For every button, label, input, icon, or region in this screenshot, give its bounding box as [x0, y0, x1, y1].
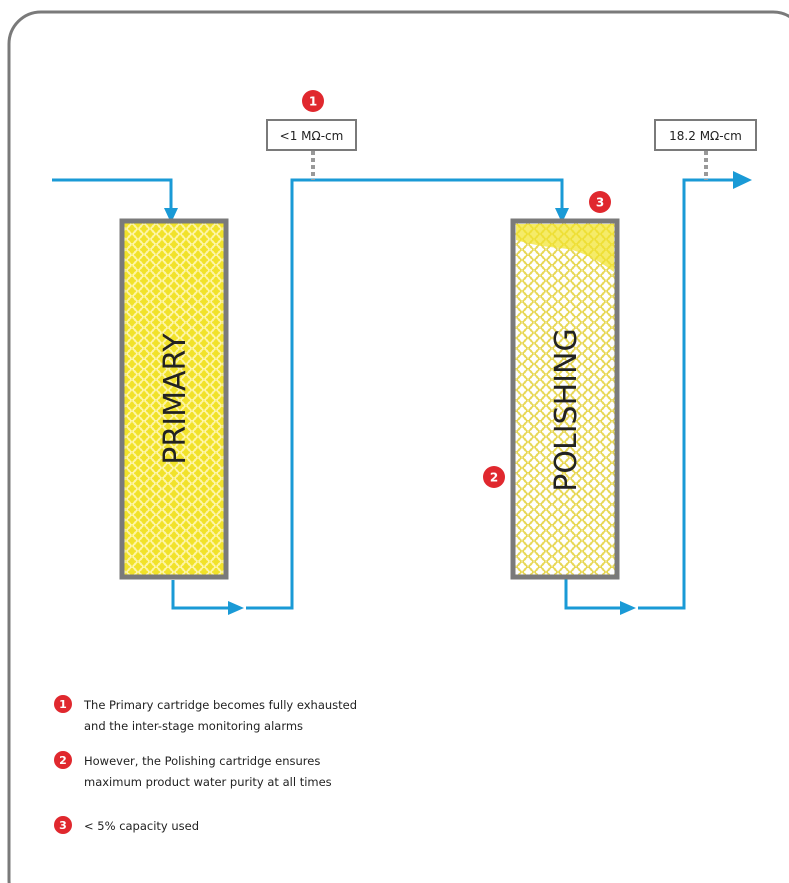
interstage-monitor-value: <1 MΩ-cm — [280, 129, 344, 143]
legend-item-3-number: 3 — [59, 819, 67, 832]
arrow-primary-out — [228, 601, 244, 615]
primary-label: PRIMARY — [158, 333, 193, 465]
legend: 1 The Primary cartridge becomes fully ex… — [54, 695, 357, 834]
legend-item-2: 2 However, the Polishing cartridge ensur… — [54, 751, 332, 789]
product-pipe — [638, 178, 735, 610]
badge-3: 3 — [589, 191, 611, 213]
arrow-into-polishing — [555, 208, 569, 223]
badge-3-number: 3 — [596, 196, 604, 210]
product-monitor-value: 18.2 MΩ-cm — [669, 129, 742, 143]
polishing-outlet-pipe — [564, 578, 624, 610]
legend-item-1-number: 1 — [59, 698, 67, 711]
pipe-network — [52, 178, 735, 610]
product-monitor: 18.2 MΩ-cm — [654, 119, 757, 151]
interstage-pipe — [246, 178, 564, 610]
legend-item-3: 3 < 5% capacity used — [54, 816, 199, 834]
arrow-product-out — [733, 171, 752, 189]
primary-outlet-pipe — [171, 580, 232, 610]
inlet-pipe — [52, 178, 173, 210]
legend-item-2-line1: However, the Polishing cartridge ensures — [84, 754, 320, 768]
legend-item-2-line2: maximum product water purity at all time… — [84, 775, 332, 789]
legend-item-2-number: 2 — [59, 754, 67, 767]
legend-item-1-line2: and the inter-stage monitoring alarms — [84, 719, 303, 733]
flow-arrows — [164, 171, 752, 615]
primary-cartridge: PRIMARY — [119, 218, 229, 580]
legend-item-3-line1: < 5% capacity used — [84, 819, 199, 833]
legend-item-1-line1: The Primary cartridge becomes fully exha… — [83, 698, 357, 712]
arrow-into-primary — [164, 208, 178, 223]
polishing-label: POLISHING — [549, 328, 584, 491]
exhausted-resin-zone — [516, 224, 614, 272]
interstage-monitor: <1 MΩ-cm — [266, 119, 357, 151]
badge-2: 2 — [483, 466, 505, 488]
badge-1-number: 1 — [309, 95, 317, 109]
legend-item-1: 1 The Primary cartridge becomes fully ex… — [54, 695, 357, 733]
badge-2-number: 2 — [490, 471, 498, 485]
outer-frame — [7, 10, 789, 883]
arrow-polishing-out — [620, 601, 636, 615]
badge-1: 1 — [302, 90, 324, 112]
polishing-cartridge: POLISHING — [510, 218, 620, 580]
